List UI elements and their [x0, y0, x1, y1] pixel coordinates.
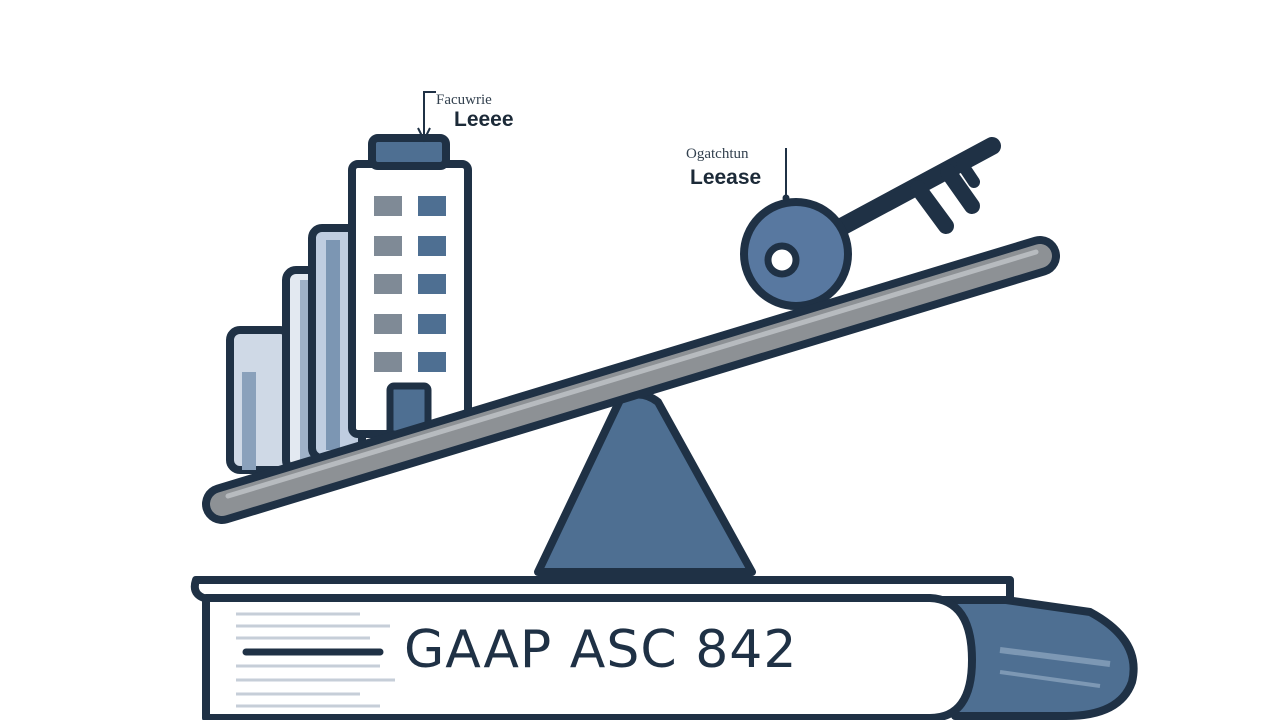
key-label-caption: Ogatchtun: [686, 146, 749, 162]
building-label-caption: Facuwrie: [436, 92, 492, 108]
tower-windows: [374, 196, 446, 372]
seesaw-beam: [202, 236, 1060, 524]
book-pages: [202, 594, 976, 720]
book: [190, 576, 1138, 720]
building-label-title: Leeee: [454, 108, 514, 131]
book-title: GAAP ASC 842: [404, 620, 798, 680]
fulcrum: [534, 390, 756, 576]
callout-lines: [417, 91, 790, 202]
key: [740, 137, 1001, 310]
key-label-title: Leease: [690, 166, 762, 189]
buildings: [226, 134, 472, 474]
